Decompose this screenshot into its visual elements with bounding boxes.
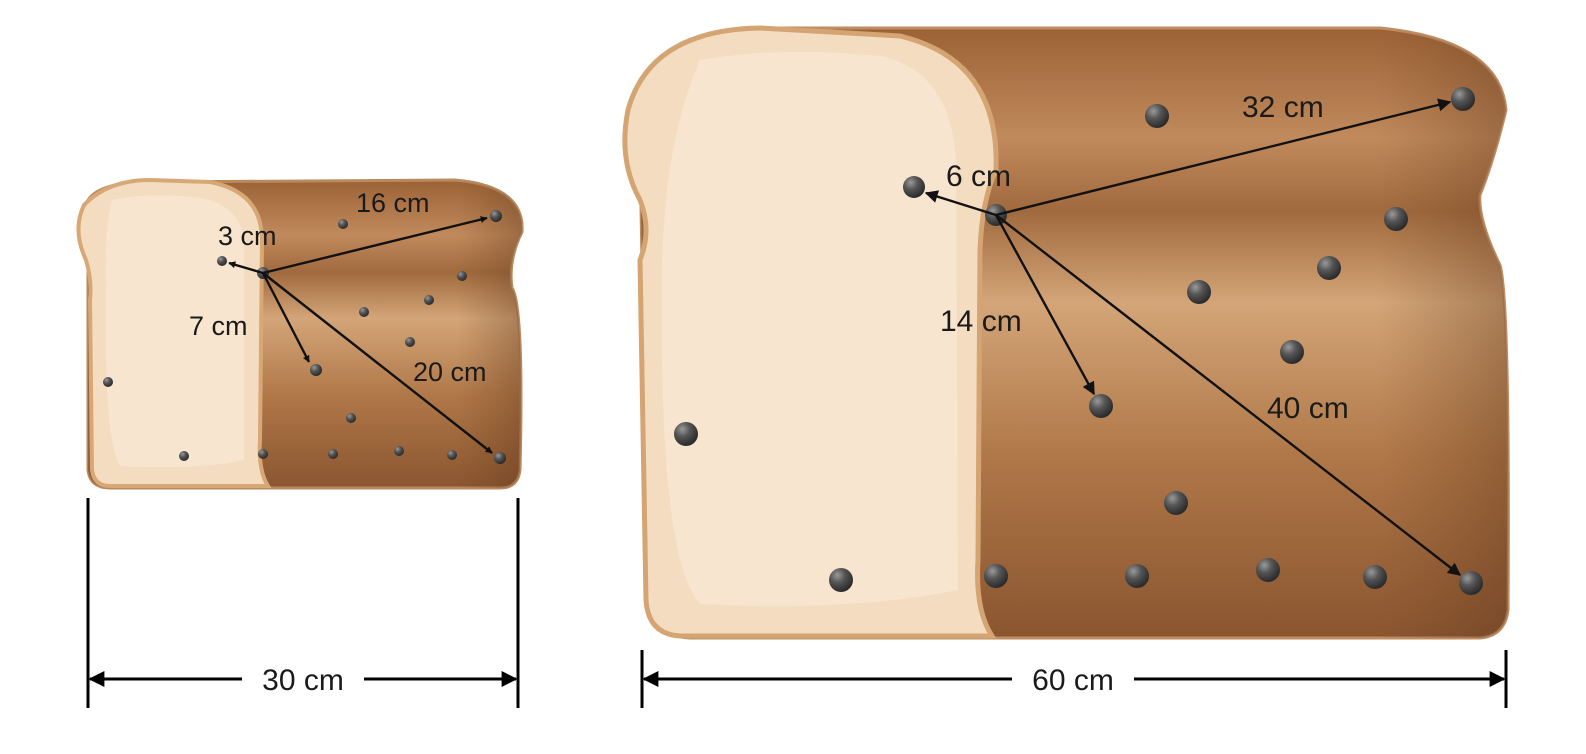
- raisin: [1280, 340, 1304, 364]
- raisin: [310, 364, 322, 376]
- raisin: [103, 377, 113, 387]
- arrow-20cm: [262, 272, 493, 454]
- raisin: [1164, 491, 1188, 515]
- raisin: [447, 450, 457, 460]
- large-loaf-width-dimension: 60 cm: [640, 650, 1508, 708]
- raisin: [359, 307, 369, 317]
- raisin: [1384, 207, 1408, 231]
- arrow-14cm: [994, 214, 1096, 396]
- label-16cm: 16 cm: [356, 188, 430, 218]
- raisin: [1459, 571, 1483, 595]
- small-loaf: 3 cm 16 cm 7 cm 20 cm 30 cm: [76, 177, 524, 708]
- raisin: [1089, 394, 1113, 418]
- arrow-32cm: [995, 98, 1452, 217]
- raisin: [424, 295, 434, 305]
- raisin: [829, 568, 853, 592]
- raisin: [457, 271, 467, 281]
- raisin: [903, 176, 925, 198]
- large-loaf: 6 cm 32 cm 14 cm 40 cm 60 cm: [622, 25, 1510, 708]
- arrow-40cm: [995, 214, 1462, 576]
- raisin: [346, 413, 356, 423]
- raisin: [984, 564, 1008, 588]
- raisin: [1125, 564, 1149, 588]
- label-20cm: 20 cm: [413, 357, 487, 387]
- large-loaf-distance-arrows: [924, 98, 1462, 576]
- label-3cm: 3 cm: [218, 221, 277, 251]
- small-loaf-distance-arrows: [228, 216, 493, 454]
- arrow-3cm: [228, 261, 264, 275]
- raisin: [1145, 104, 1169, 128]
- raisin: [217, 256, 227, 266]
- raisin: [1451, 87, 1475, 111]
- raisin: [1317, 256, 1341, 280]
- arrow-7cm: [261, 272, 311, 363]
- small-loaf-width-label: 30 cm: [262, 664, 344, 697]
- label-32cm: 32 cm: [1242, 91, 1324, 124]
- label-40cm: 40 cm: [1267, 392, 1349, 425]
- raisin: [328, 449, 338, 459]
- label-6cm: 6 cm: [946, 160, 1011, 193]
- raisin: [674, 422, 698, 446]
- small-loaf-raisins: [103, 210, 506, 464]
- large-loaf-width-label: 60 cm: [1032, 664, 1114, 697]
- arrow-6cm: [924, 190, 997, 217]
- raisin: [1363, 565, 1387, 589]
- label-7cm: 7 cm: [189, 311, 248, 341]
- raisin: [394, 446, 404, 456]
- arrow-16cm: [262, 216, 488, 275]
- raisin: [405, 337, 415, 347]
- raisin: [494, 452, 506, 464]
- label-14cm: 14 cm: [940, 305, 1022, 338]
- small-loaf-width-dimension: 30 cm: [86, 498, 520, 708]
- raisin: [1187, 280, 1211, 304]
- raisin: [338, 219, 348, 229]
- raisin: [179, 451, 189, 461]
- raisin: [1256, 558, 1280, 582]
- raisin: [490, 210, 502, 222]
- raisin: [258, 449, 268, 459]
